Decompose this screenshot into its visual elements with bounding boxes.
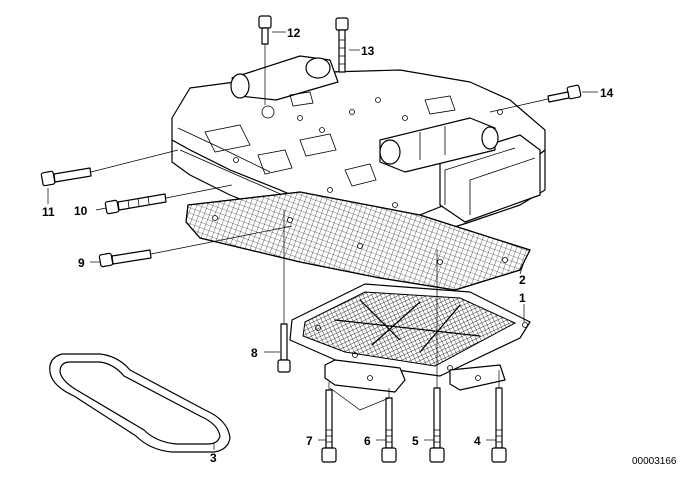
bolt-part-14 [489, 84, 582, 113]
bolt-part-13 [335, 17, 349, 73]
cover-plate [324, 359, 506, 393]
bolt-part-6 [381, 388, 397, 463]
bolt-part-12 [258, 15, 272, 105]
bolt-part-5 [429, 250, 445, 463]
document-number: 00003166 [632, 456, 677, 467]
callout-3: 3 [210, 451, 217, 465]
callout-2: 2 [519, 273, 526, 287]
filter-part-1 [289, 283, 531, 377]
bolt-part-4 [491, 370, 507, 463]
callout-6: 6 [364, 434, 371, 448]
callout-8: 8 [251, 346, 258, 360]
callout-13: 13 [361, 44, 375, 58]
callout-5: 5 [412, 434, 419, 448]
bolt-part-11 [40, 149, 179, 187]
callout-10: 10 [74, 204, 88, 218]
bolt-part-9 [98, 225, 293, 268]
callout-9: 9 [78, 256, 85, 270]
gasket-part-2 [185, 191, 531, 291]
seal-ring-part-3 [49, 353, 231, 453]
bolt-part-10 [104, 184, 233, 215]
callout-11: 11 [42, 205, 55, 219]
bolt-part-8 [277, 210, 291, 373]
bolt-part-7 [321, 382, 337, 463]
callout-14: 14 [600, 86, 614, 100]
callout-4: 4 [474, 434, 481, 448]
callout-7: 7 [306, 434, 313, 448]
leader-lines [47, 31, 598, 450]
callout-12: 12 [287, 26, 301, 40]
callout-1: 1 [519, 291, 526, 305]
